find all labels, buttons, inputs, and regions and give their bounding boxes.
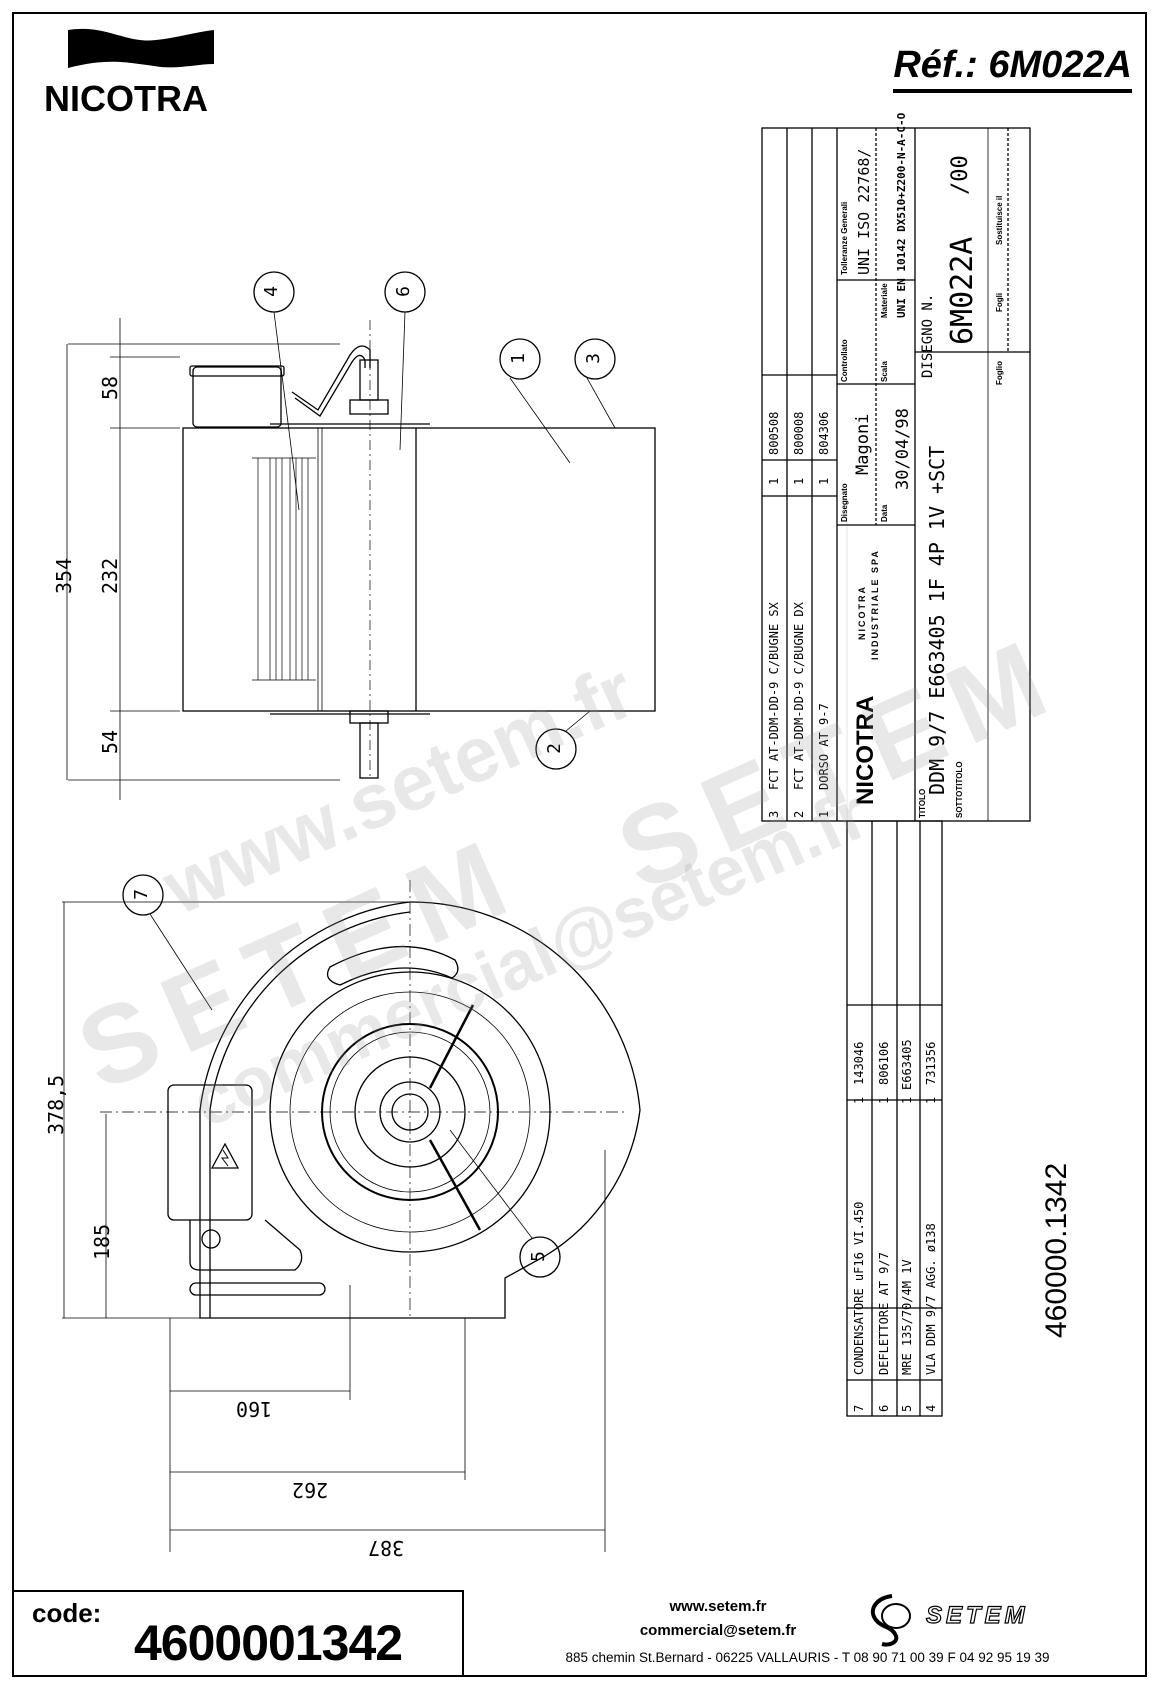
company-line1: NICOTRA (857, 585, 867, 640)
part-3-code: 800508 (767, 411, 781, 455)
part-1-pos: 1 (817, 810, 831, 818)
contact-block: www.setem.fr commercial@setem.fr SETEM 8… (470, 1590, 1147, 1677)
setem-logo-text: SETEM (925, 1601, 1029, 1629)
dim-387: 387 (368, 1536, 405, 1560)
dim-232: 232 (98, 557, 122, 594)
balloon-3: 3 (582, 353, 604, 364)
dim-160: 160 (236, 1397, 273, 1421)
part-5-code: E663405 (900, 1039, 914, 1090)
brand-name: NICOTRA (44, 78, 208, 119)
drawing-frame (12, 12, 1147, 1677)
dim-54: 54 (98, 729, 122, 754)
email-link[interactable]: commercial@setem.fr (639, 1622, 797, 1639)
part-2-pos: 2 (792, 810, 806, 818)
reference-title: Réf.: 6M022A (893, 44, 1132, 93)
part-5-qty: 1 (900, 1096, 914, 1104)
value-revision: /00 (948, 155, 973, 195)
dim-262: 262 (292, 1478, 329, 1502)
article-code: 460000.1342 (1040, 1162, 1073, 1338)
value-data: 30/04/98 (893, 408, 913, 490)
part-2-desc: FCT AT-DDM-DD-9 C/BUGNE DX (792, 602, 806, 790)
part-7-pos: 7 (852, 1404, 866, 1412)
value-disegno-n: 6M022A (945, 236, 980, 345)
nicotra-flag-icon (68, 28, 214, 68)
part-3-qty: 1 (767, 477, 781, 485)
dim-378-5: 378,5 (44, 1074, 68, 1135)
label-data: Data (880, 504, 889, 522)
setem-logo: SETEM (862, 1592, 1122, 1648)
dim-354: 354 (52, 557, 76, 594)
part-1-desc: DORSO AT 9-7 (817, 703, 831, 790)
code-value: 4600001342 (134, 1615, 403, 1671)
label-disegno-n: DISEGNO N. (920, 293, 936, 378)
label-materiale: Materiale (880, 283, 889, 318)
part-4-pos: 4 (924, 1404, 938, 1412)
company-line2: INDUSTRIALE SPA (870, 549, 880, 660)
part-2-code: 800008 (792, 411, 806, 455)
value-tolleranze: UNI ISO 22768/ (855, 148, 873, 275)
part-6-pos: 6 (877, 1404, 891, 1412)
part-4-desc: VLA DDM 9/7 AGG. ø138 (924, 1223, 938, 1375)
part-7-desc: CONDENSATORE uF16 VI.450 (852, 1201, 866, 1375)
part-4-code: 731356 (924, 1041, 938, 1085)
setem-swirl-icon (870, 1594, 911, 1647)
label-foglio: Foglio (995, 361, 1004, 385)
part-5-desc: MRE 135/70/4M 1V (900, 1259, 914, 1375)
nicotra-logo: NICOTRA (44, 28, 244, 119)
part-6-desc: DEFLETTORE AT 9/7 (877, 1252, 891, 1375)
part-7-code: 143046 (852, 1041, 866, 1085)
label-disegnato: Disegnato (840, 483, 849, 522)
dim-185: 185 (90, 1223, 114, 1260)
balloon-1: 1 (507, 353, 529, 364)
balloon-2: 2 (543, 743, 565, 754)
part-1-qty: 1 (817, 477, 831, 485)
part-6-code: 806106 (877, 1041, 891, 1085)
part-6-qty: 1 (877, 1096, 891, 1104)
code-box: code: 4600001342 (12, 1590, 464, 1677)
label-sostituisce: Sostituisce il (995, 195, 1004, 245)
value-materiale: UNI EN 10142 DX510+Z200-N-A-C-O (895, 112, 908, 318)
balloon-5: 5 (527, 1251, 549, 1262)
website-link[interactable]: www.setem.fr (669, 1598, 767, 1615)
company-logo-text: NICOTRA (852, 695, 879, 805)
label-tolleranze: Tolleranze Generali (840, 201, 849, 275)
balloon-6: 6 (392, 286, 414, 297)
address: 885 chemin St.Bernard - 06225 VALLAURIS … (565, 1650, 1050, 1665)
part-1-code: 804306 (817, 411, 831, 455)
balloon-7: 7 (130, 889, 152, 900)
balloon-4: 4 (260, 286, 282, 297)
part-5-pos: 5 (900, 1404, 914, 1412)
code-label: code: (32, 1598, 102, 1628)
part-4-qty: 1 (924, 1096, 938, 1104)
part-3-desc: FCT AT-DDM-DD-9 C/BUGNE SX (767, 602, 781, 790)
label-controllato: Controllato (840, 339, 849, 382)
dim-58: 58 (98, 375, 122, 400)
value-titolo: DDM 9/7 E663405 1F 4P 1V +SCT (925, 445, 949, 795)
label-fogli: Fogli (995, 292, 1004, 312)
label-scala: Scala (880, 361, 889, 382)
label-sottotitolo: SOTTOTITOLO (955, 761, 964, 818)
part-7-qty: 1 (852, 1096, 866, 1104)
value-disegnato: Magoni (853, 413, 873, 475)
part-3-pos: 3 (767, 810, 781, 818)
part-2-qty: 1 (792, 477, 806, 485)
